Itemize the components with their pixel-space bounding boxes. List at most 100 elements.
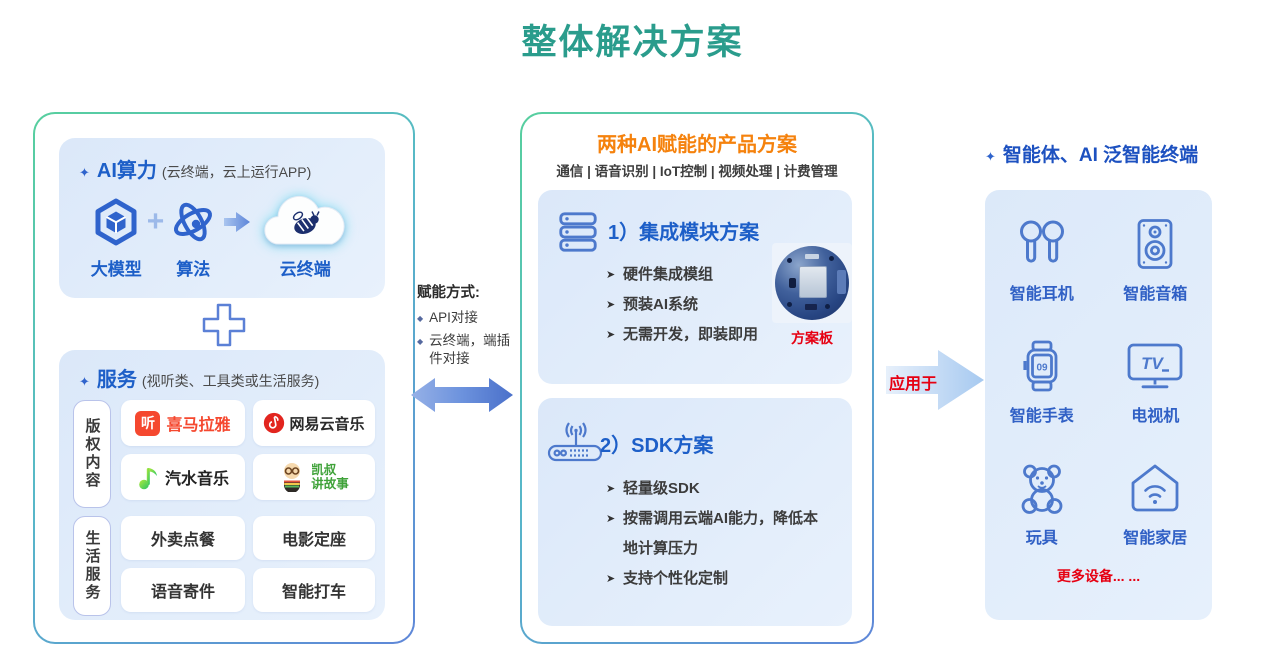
device-smart-earphones: 智能耳机 [1010,212,1074,308]
atom-icon [169,192,217,252]
bullet-item: ➤ 无需开发，即装即用 [606,320,758,350]
cube-icon [92,192,140,252]
ximalaya-label: 喜马拉雅 [166,417,231,434]
service-card-food-delivery: 外卖点餐 [121,516,245,560]
sparkle-icon: ✦ [79,165,90,180]
tv-icon: TV [1126,334,1184,398]
device-toy: 玩具 [1015,456,1069,552]
arrow-bullet-icon: ➤ [606,483,616,495]
smart-devices-box: 智能耳机 [985,190,1212,620]
left-panel: ✦ AI算力(云终端，云上运行APP) 大模型 + [33,112,415,644]
service-card-voice-shipping: 语音寄件 [121,568,245,612]
solution-board-label: 方案板 [791,330,833,346]
arrow-bullet-icon: ➤ [606,573,616,585]
soda-music-label: 汽水音乐 [164,471,229,488]
app-card-ximalaya: 听 喜马拉雅 [121,400,245,446]
enable-methods-block: 赋能方式: ◆ API对接 ◆ 云终端，端插件对接 [417,281,517,374]
kaishu-logo-icon [284,463,301,492]
more-devices-text: 更多设备... ... [1056,568,1141,584]
router-icon [546,418,606,471]
sdk-box: 2）SDK方案 ➤ 轻量级SDK ➤ 按需调用云端AI能力，降低本地计算压力 ➤… [538,398,852,626]
arrow-bullet-icon: ➤ [606,329,616,341]
apply-arrow-icon [886,346,986,419]
center-panel-body: 两种AI赋能的产品方案 通信 | 语音识别 | IoT控制 | 视频处理 | 计… [522,114,872,642]
smart-home-icon [1128,456,1182,520]
ai-power-subtitle: (云终端，云上运行APP) [161,164,312,180]
page-title: 整体解决方案 [521,23,744,62]
ai-power-header: ✦ AI算力(云终端，云上运行APP) [79,154,311,183]
ai-power-items: 大模型 + 算法 [59,192,385,280]
speaker-icon [1134,212,1176,276]
device-grid: 智能耳机 [985,212,1212,552]
earbuds-icon [1014,212,1070,276]
ximalaya-logo-icon: 听 [135,410,161,436]
plus-connector-icon [201,302,247,353]
soda-music-logo-icon [139,468,157,490]
ai-item-cloud-terminal: 云终端 [257,192,353,280]
service-card-smart-taxi: 智能打车 [253,568,375,612]
diamond-bullet-icon: ◆ [417,337,424,347]
kaishu-label: 凯叔讲故事 [311,462,349,491]
services-subtitle: (视听类、工具类或生活服务) [141,373,320,389]
pcb-image [775,246,849,320]
enable-method-item: ◆ 云终端，端插件对接 [417,332,517,368]
svg-text:09: 09 [1036,363,1048,374]
enable-methods-title: 赋能方式: [417,285,480,301]
netease-music-logo-icon [264,412,285,434]
watch-icon: 09 [1017,334,1067,398]
sparkle-icon: ✦ [985,149,996,164]
app-card-kaishu: 凯叔讲故事 [253,454,375,500]
services-header: ✦ 服务(视听类、工具类或生活服务) [79,363,319,392]
cloud-icon [257,192,353,252]
sdk-heading: 2）SDK方案 [600,435,714,457]
bullet-item: ➤ 硬件集成模组 [606,260,758,290]
algorithm-label: 算法 [176,260,211,279]
ai-power-box: ✦ AI算力(云终端，云上运行APP) 大模型 + [59,138,385,298]
integrated-module-box: 1）集成模块方案 ➤ 硬件集成模组 ➤ 预装AI系统 ➤ 无需开发，即装即用 [538,190,852,384]
solution-board-photo [772,243,852,323]
sparkle-icon: ✦ [79,374,90,389]
enable-method-item: ◆ API对接 [417,309,517,327]
plus-operator: + [146,205,165,238]
center-panel-subtitle: 通信 | 语音识别 | IoT控制 | 视频处理 | 计费管理 [556,164,838,179]
left-panel-body: ✦ AI算力(云终端，云上运行APP) 大模型 + [35,114,413,642]
device-smart-watch: 09 智能手表 [1010,334,1074,430]
toy-icon [1015,456,1069,520]
server-icon [556,210,600,259]
diamond-bullet-icon: ◆ [417,314,424,323]
netease-music-label: 网易云音乐 [289,415,365,433]
center-panel: 两种AI赋能的产品方案 通信 | 语音识别 | IoT控制 | 视频处理 | 计… [520,112,874,644]
arrow-bullet-icon: ➤ [606,513,616,525]
app-card-netease-music: 网易云音乐 [253,400,375,446]
integrated-module-bullets: ➤ 硬件集成模组 ➤ 预装AI系统 ➤ 无需开发，即装即用 [606,260,758,350]
services-box: ✦ 服务(视听类、工具类或生活服务) 版权内容 生活服务 听 喜马拉雅 网易云音乐 [59,350,385,620]
right-section-title: ✦智能体、AI 泛智能终端 [985,145,1199,166]
ai-item-large-model: 大模型 [91,192,142,280]
device-smart-home: 智能家居 [1123,456,1187,552]
arrow-bullet-icon: ➤ [606,269,616,281]
integrated-module-heading: 1）集成模块方案 [608,222,760,244]
device-smart-speaker: 智能音箱 [1123,212,1187,308]
large-model-label: 大模型 [90,260,142,279]
ai-power-title: AI算力 [96,160,157,182]
bullet-item: ➤ 按需调用云端AI能力，降低本地计算压力 [606,504,828,564]
bee-mascot [293,211,320,234]
services-title: 服务 [96,369,137,391]
apply-label: 应用于 [889,376,938,393]
cloud-terminal-label: 云终端 [279,260,331,279]
arrow-bullet-icon: ➤ [606,299,616,311]
group-label-life-services: 生活服务 [73,516,111,616]
group-label-copyright-content: 版权内容 [73,400,111,508]
bullet-item: ➤ 预装AI系统 [606,290,758,320]
app-card-soda-music: 汽水音乐 [121,454,245,500]
svg-text:TV: TV [1141,354,1164,373]
center-panel-title: 两种AI赋能的产品方案 [597,134,797,156]
bullet-item: ➤ 轻量级SDK [606,474,828,504]
service-card-movie-seats: 电影定座 [253,516,375,560]
ai-item-algorithm: 算法 [169,192,217,280]
double-arrow-icon [410,376,514,419]
device-tv: TV 电视机 [1126,334,1184,430]
arrow-right-icon [217,192,257,252]
bullet-item: ➤ 支持个性化定制 [606,564,828,594]
